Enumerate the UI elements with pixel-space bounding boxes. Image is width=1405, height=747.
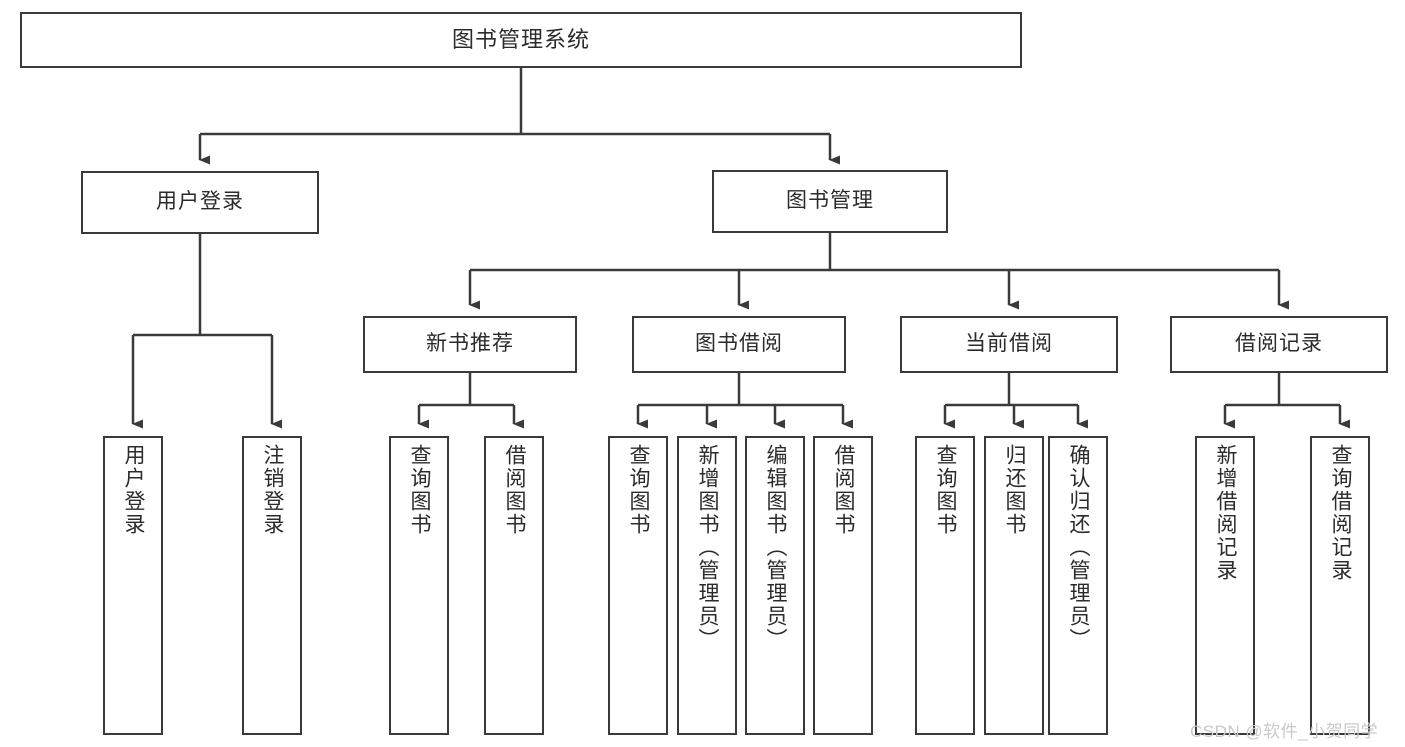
node-borrow-record[interactable]: 借阅记录 [1170, 316, 1388, 373]
leaf-return-book[interactable]: 归还图书 [984, 436, 1044, 735]
leaf-borrow-book-recommend[interactable]: 借阅图书 [484, 436, 544, 735]
node-new-book-recommend[interactable]: 新书推荐 [363, 316, 577, 373]
leaf-add-book-admin[interactable]: 新增图书（管理员） [677, 436, 737, 735]
leaf-confirm-return-admin[interactable]: 确认归还（管理员） [1048, 436, 1108, 735]
node-label: 借阅图书 [832, 444, 856, 536]
node-book-borrow[interactable]: 图书借阅 [632, 316, 846, 373]
node-label: 借阅记录 [1235, 332, 1323, 356]
leaf-add-borrow-record[interactable]: 新增借阅记录 [1195, 436, 1255, 735]
node-label: 图书管理系统 [451, 27, 590, 53]
leaf-query-borrow-record[interactable]: 查询借阅记录 [1310, 436, 1370, 735]
node-label: 确认归还（管理员） [1067, 444, 1091, 651]
node-label: 用户登录 [156, 190, 244, 214]
leaf-query-book-borrow[interactable]: 查询图书 [608, 436, 668, 735]
node-label: 借阅图书 [503, 444, 527, 536]
node-current-borrow[interactable]: 当前借阅 [900, 316, 1118, 373]
node-label: 查询图书 [627, 444, 651, 536]
node-label: 归还图书 [1003, 444, 1027, 536]
node-book-management[interactable]: 图书管理 [712, 170, 948, 233]
node-label: 用户登录 [122, 444, 146, 536]
node-label: 编辑图书（管理员） [764, 444, 788, 651]
csdn-watermark: CSDN @软件_小贺同学 [1190, 722, 1379, 741]
node-label: 当前借阅 [965, 332, 1053, 356]
leaf-edit-book-admin[interactable]: 编辑图书（管理员） [745, 436, 805, 735]
node-label: 查询借阅记录 [1329, 444, 1353, 582]
leaf-user-login[interactable]: 用户登录 [103, 436, 163, 735]
node-label: 查询图书 [934, 444, 958, 536]
node-label: 查询图书 [408, 444, 432, 536]
node-label: 图书借阅 [695, 332, 783, 356]
node-user-login[interactable]: 用户登录 [81, 171, 319, 234]
node-root-system[interactable]: 图书管理系统 [20, 12, 1022, 68]
leaf-borrow-book[interactable]: 借阅图书 [813, 436, 873, 735]
node-label: 新增借阅记录 [1214, 444, 1238, 582]
node-label: 注销登录 [261, 444, 285, 536]
node-label: 图书管理 [786, 189, 874, 213]
leaf-query-book-current[interactable]: 查询图书 [915, 436, 975, 735]
leaf-logout-login[interactable]: 注销登录 [242, 436, 302, 735]
node-label: 新增图书（管理员） [696, 444, 720, 651]
node-label: 新书推荐 [426, 332, 514, 356]
leaf-query-book-recommend[interactable]: 查询图书 [389, 436, 449, 735]
